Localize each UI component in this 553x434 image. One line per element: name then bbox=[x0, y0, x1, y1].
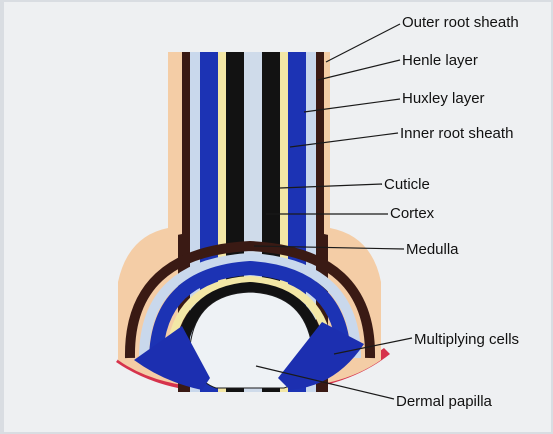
label-cuticle: Cuticle bbox=[384, 176, 430, 193]
hair-follicle-diagram: Outer root sheath Henle layer Huxley lay… bbox=[4, 2, 551, 432]
label-henle-layer: Henle layer bbox=[402, 52, 478, 69]
leader-outer-root-sheath bbox=[326, 24, 400, 62]
label-outer-root-sheath: Outer root sheath bbox=[402, 14, 519, 31]
label-multiplying-cells: Multiplying cells bbox=[414, 331, 519, 348]
label-inner-root-sheath: Inner root sheath bbox=[400, 125, 513, 142]
label-huxley-layer: Huxley layer bbox=[402, 90, 485, 107]
leader-henle-layer bbox=[318, 60, 400, 80]
diagram-page: Outer root sheath Henle layer Huxley lay… bbox=[4, 2, 551, 432]
label-medulla: Medulla bbox=[406, 241, 459, 258]
label-cortex: Cortex bbox=[390, 205, 435, 222]
label-dermal-papilla: Dermal papilla bbox=[396, 393, 493, 410]
